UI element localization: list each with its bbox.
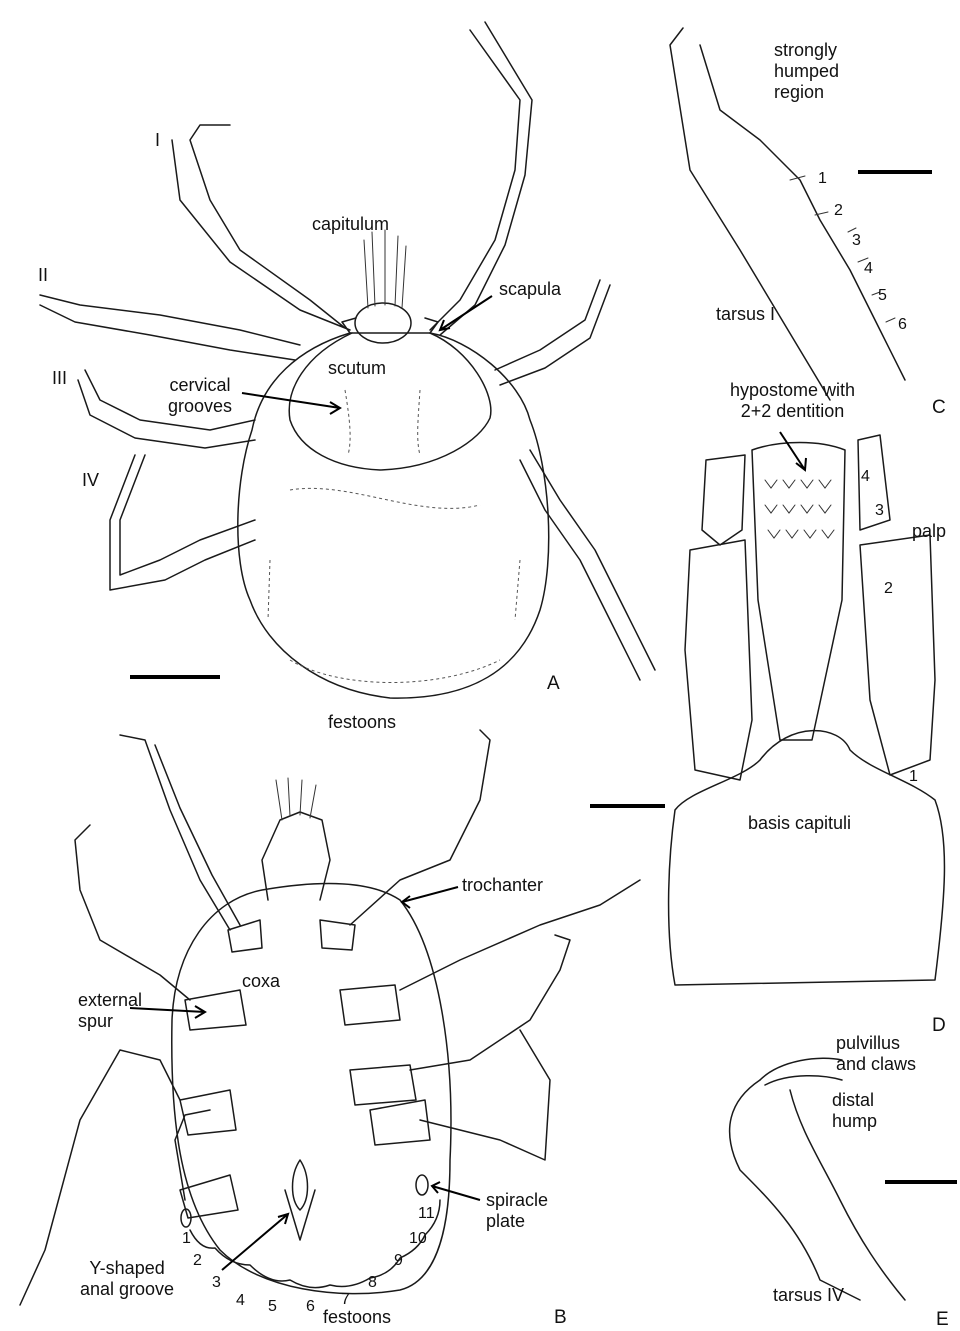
festoon-number-10: 10 (409, 1228, 427, 1249)
tarsus-i-number-5: 5 (878, 285, 887, 306)
label-external-spur: external spur (78, 990, 142, 1032)
panel-label-c: C (932, 397, 946, 419)
label-leg-i: I (155, 130, 160, 151)
label-leg-iii: III (52, 368, 67, 389)
label-basis-capituli: basis capituli (748, 813, 851, 834)
ventral-leg-right-2 (400, 880, 640, 990)
festoon-number-1: 1 (182, 1228, 191, 1249)
trochanter-arrow (402, 887, 458, 908)
palp-segment-1: 1 (909, 766, 918, 787)
festoon-number-11: 11 (418, 1203, 435, 1224)
tarsus-i-number-3: 3 (852, 230, 861, 251)
coxa-i-left (228, 920, 262, 952)
coxa-ii-right (340, 985, 400, 1025)
panel-d-drawing (590, 432, 944, 985)
label-cervical-grooves: cervical grooves (168, 375, 232, 417)
ventral-leg-left-1 (120, 735, 240, 930)
festoon-number-9: 9 (394, 1250, 403, 1271)
palp-segment-3: 3 (875, 500, 884, 521)
palp-segment-2: 2 (884, 578, 893, 599)
label-leg-iv: IV (82, 470, 99, 491)
festoon-number-4: 4 (236, 1290, 245, 1311)
label-festoons-b: festoons (323, 1307, 391, 1328)
label-palp: palp (912, 521, 946, 542)
festoons-ventral (190, 1200, 440, 1288)
anal-groove (285, 1160, 315, 1240)
tarsus-i-number-1: 1 (818, 168, 827, 189)
label-trochanter: trochanter (462, 875, 543, 896)
label-coxa: coxa (242, 971, 280, 992)
gnathosoma (262, 812, 330, 900)
festoon-number-8: 8 (368, 1272, 377, 1293)
panel-label-e: E (936, 1309, 949, 1331)
panel-label-b: B (554, 1307, 567, 1329)
leg-ii (40, 295, 300, 360)
festoon-number-2: 2 (193, 1250, 202, 1271)
pulvillus-claws (760, 1058, 842, 1085)
ventral-leg-left-2 (75, 825, 190, 1000)
palp-left (685, 455, 752, 780)
coxa-iii-left (180, 1090, 236, 1135)
label-tarsus-iv: tarsus IV (773, 1285, 844, 1306)
ventral-leg-right-3 (410, 935, 570, 1070)
label-scutum: scutum (328, 358, 386, 379)
label-capitulum: capitulum (312, 214, 389, 235)
festoon-number-5: 5 (268, 1296, 277, 1317)
tarsus-i-number-2: 2 (834, 200, 843, 221)
coxa-iii-right (350, 1065, 416, 1105)
tarsus-iv-outline (730, 1080, 905, 1300)
dorsal-body-outline (238, 333, 549, 698)
festoon-number-3: 3 (212, 1272, 221, 1293)
label-anal-groove: Y-shaped anal groove (80, 1258, 174, 1300)
tarsus-i-number-6: 6 (898, 314, 907, 335)
capitulum-base (355, 303, 411, 343)
label-humped-region: strongly humped region (774, 40, 839, 103)
capitulum-mouthparts (364, 230, 406, 308)
hypostome-outline (752, 443, 845, 741)
basis-capituli-outline (669, 731, 945, 985)
tarsus-i-number-4: 4 (864, 258, 873, 279)
leg-iv (110, 455, 255, 590)
festoon-number-6: 6 (306, 1296, 315, 1317)
label-scapula: scapula (499, 279, 561, 300)
spiracle-plate-right (416, 1175, 428, 1195)
spiracle-arrow (432, 1182, 480, 1200)
palp-segment-4: 4 (861, 466, 870, 487)
label-spiracle-plate: spiracle plate (486, 1190, 548, 1232)
label-leg-ii: II (38, 265, 48, 286)
label-distal-hump: distal hump (832, 1090, 877, 1132)
leg-right-3 (520, 450, 655, 680)
label-tarsus-i: tarsus I (716, 304, 775, 325)
festoon-number-7: 7 (341, 1289, 350, 1310)
coxa-iv-right (370, 1100, 430, 1145)
coxa-ii-left (185, 990, 246, 1030)
label-hypostome: hypostome with 2+2 dentition (730, 380, 855, 422)
anal-groove-arrow (222, 1214, 288, 1270)
hypostome-arrow (780, 432, 806, 470)
label-festoons-a: festoons (328, 712, 396, 733)
scutum-outline (289, 333, 491, 470)
hypostome-teeth (765, 480, 834, 538)
panel-label-a: A (547, 673, 560, 695)
panel-label-d: D (932, 1015, 946, 1037)
label-pulvillus-claws: pulvillus and claws (836, 1033, 916, 1075)
